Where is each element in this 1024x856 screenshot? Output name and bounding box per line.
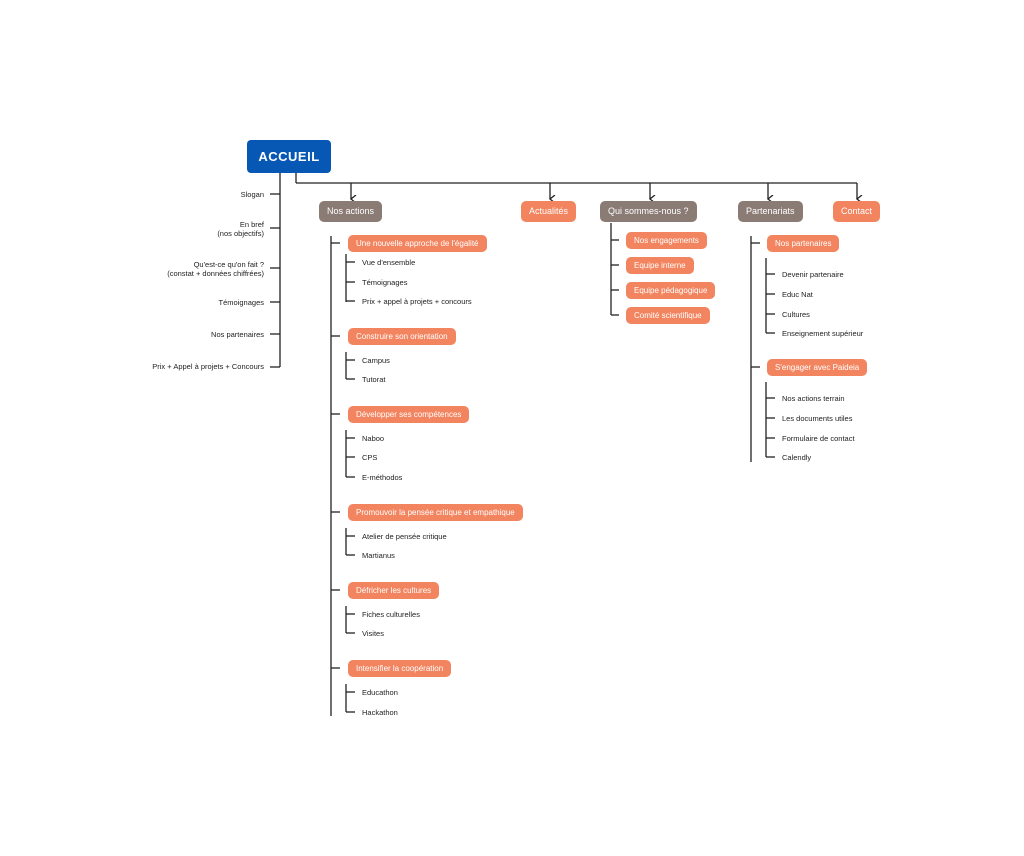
leaf-visites[interactable]: Visites <box>362 629 384 638</box>
leaf-calendly[interactable]: Calendly <box>782 453 812 462</box>
accueil-node[interactable]: ACCUEIL <box>247 140 331 173</box>
leaf-e-methodos[interactable]: E-méthodos <box>362 473 403 482</box>
item-engagements[interactable]: Nos engagements <box>626 232 707 249</box>
home-item-en-bref-text: En bref (nos objectifs) <box>217 220 264 238</box>
home-item-prix[interactable]: Prix + Appel à projets + Concours <box>152 362 264 371</box>
item-equipe-interne[interactable]: Equipe interne <box>626 257 694 274</box>
home-item-quest-ce-text: Qu'est-ce qu'on fait ? (constat + donnée… <box>167 260 264 278</box>
leaf-tutorat[interactable]: Tutorat <box>362 375 386 384</box>
leaf-prix[interactable]: Prix + appel à projets + concours <box>362 297 472 306</box>
group-cultures[interactable]: Défricher les cultures <box>348 582 440 599</box>
leaf-temoignages[interactable]: Témoignages <box>362 278 408 287</box>
section-nos-actions[interactable]: Nos actions <box>319 201 383 222</box>
leaf-fiches[interactable]: Fiches culturelles <box>362 610 420 619</box>
leaf-actions-terrain[interactable]: Nos actions terrain <box>782 394 845 403</box>
group-egalite[interactable]: Une nouvelle approche de l'égalité <box>348 235 487 252</box>
leaf-cps[interactable]: CPS <box>362 453 378 462</box>
group-sengager[interactable]: S'engager avec Paideia <box>767 359 868 376</box>
leaf-enseignement[interactable]: Enseignement supérieur <box>782 329 864 338</box>
leaf-educ-nat[interactable]: Educ Nat <box>782 290 813 299</box>
leaf-documents[interactable]: Les documents utiles <box>782 414 853 423</box>
home-item-quest-ce[interactable]: Qu'est-ce qu'on fait ? (constat + donnée… <box>167 260 264 278</box>
section-qui-sommes-nous[interactable]: Qui sommes-nous ? <box>600 201 697 222</box>
leaf-vue-ensemble[interactable]: Vue d'ensemble <box>362 258 416 267</box>
group-cooperation[interactable]: Intensifier la coopération <box>348 660 452 677</box>
leaf-hackathon[interactable]: Hackathon <box>362 708 398 717</box>
section-contact[interactable]: Contact <box>833 201 881 222</box>
leaf-atelier[interactable]: Atelier de pensée critique <box>362 532 447 541</box>
leaf-formulaire[interactable]: Formulaire de contact <box>782 434 855 443</box>
item-equipe-pedagogique[interactable]: Equipe pédagogique <box>626 282 716 299</box>
leaf-martianus[interactable]: Martianus <box>362 551 395 560</box>
leaf-educathon[interactable]: Educathon <box>362 688 398 697</box>
group-orientation[interactable]: Construire son orientation <box>348 328 456 345</box>
leaf-cultures[interactable]: Cultures <box>782 310 810 319</box>
home-item-en-bref[interactable]: En bref (nos objectifs) <box>217 220 264 238</box>
leaf-naboo[interactable]: Naboo <box>362 434 385 443</box>
group-nos-partenaires[interactable]: Nos partenaires <box>767 235 840 252</box>
group-pensee-critique[interactable]: Promouvoir la pensée critique et empathi… <box>348 504 523 521</box>
home-item-partenaires[interactable]: Nos partenaires <box>211 330 264 339</box>
item-comite[interactable]: Comité scientifique <box>626 307 710 324</box>
group-competences[interactable]: Développer ses compétences <box>348 406 470 423</box>
leaf-devenir-partenaire[interactable]: Devenir partenaire <box>782 270 844 279</box>
leaf-campus[interactable]: Campus <box>362 356 390 365</box>
section-actualites[interactable]: Actualités <box>521 201 577 222</box>
home-item-temoignages[interactable]: Témoignages <box>218 298 264 307</box>
home-item-slogan[interactable]: Slogan <box>240 190 264 199</box>
section-partenariats[interactable]: Partenariats <box>738 201 803 222</box>
